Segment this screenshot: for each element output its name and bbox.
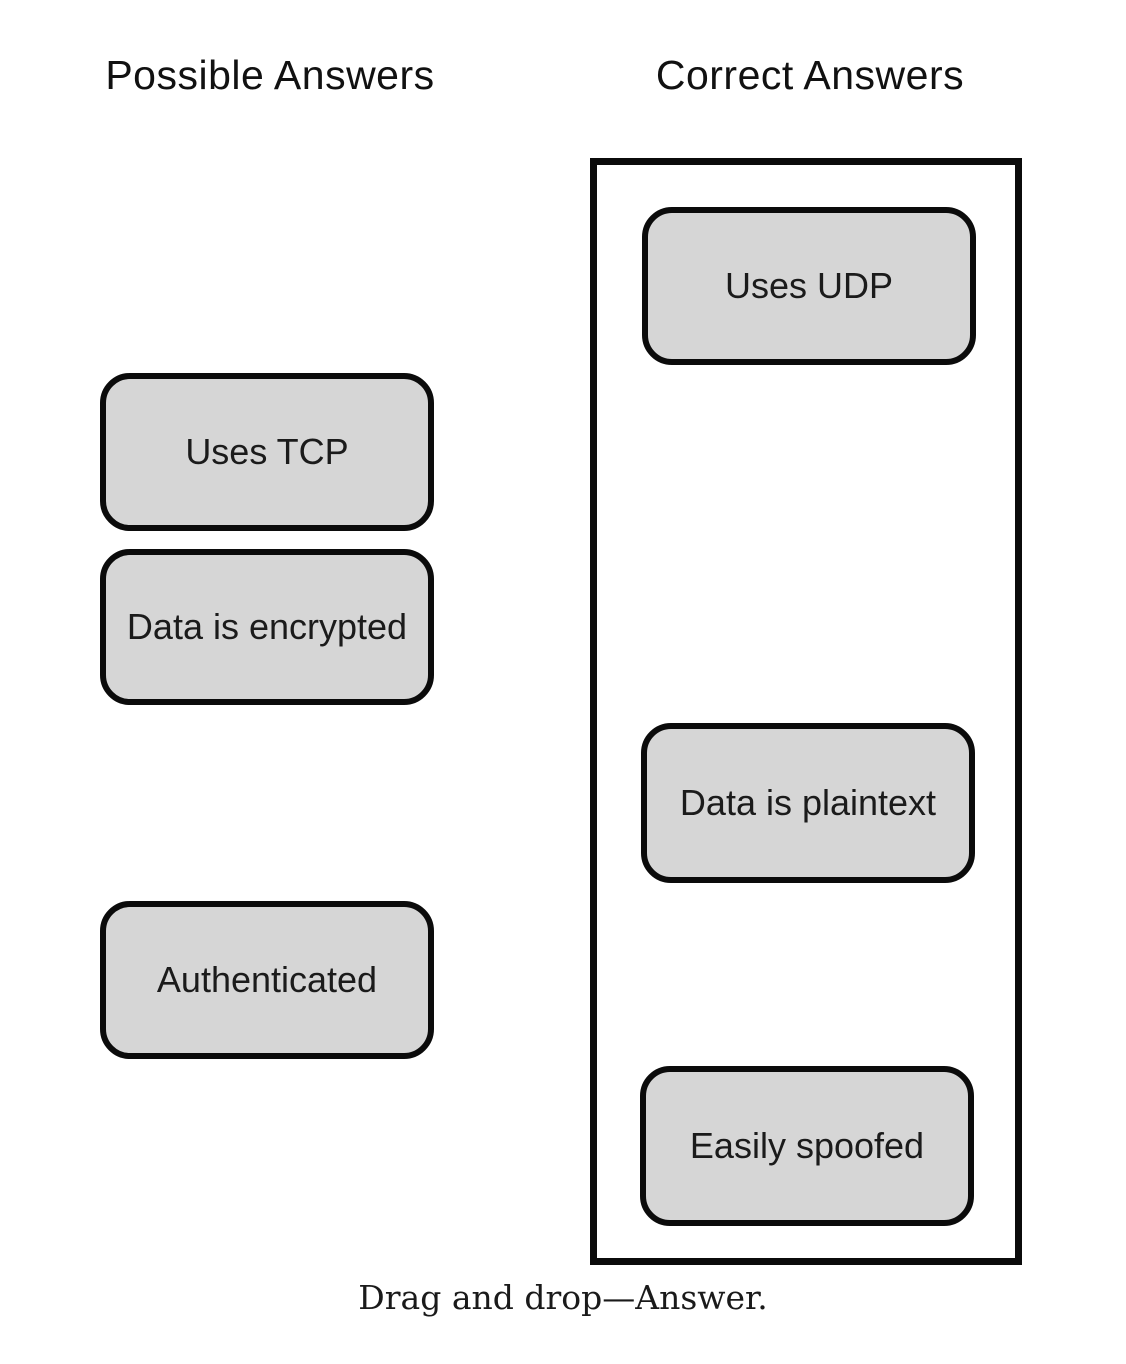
figure-caption: Drag and drop—Answer. bbox=[358, 1278, 768, 1317]
answer-tile-data-is-plaintext[interactable]: Data is plaintext bbox=[641, 723, 975, 883]
possible-answers-header: Possible Answers bbox=[105, 52, 435, 98]
answer-tile-uses-tcp[interactable]: Uses TCP bbox=[100, 373, 434, 531]
answer-tile-authenticated[interactable]: Authenticated bbox=[100, 901, 434, 1059]
correct-answers-header: Correct Answers bbox=[655, 52, 965, 98]
answer-tile-easily-spoofed[interactable]: Easily spoofed bbox=[640, 1066, 974, 1226]
answer-tile-data-is-encrypted[interactable]: Data is encrypted bbox=[100, 549, 434, 705]
answer-tile-uses-udp[interactable]: Uses UDP bbox=[642, 207, 976, 365]
